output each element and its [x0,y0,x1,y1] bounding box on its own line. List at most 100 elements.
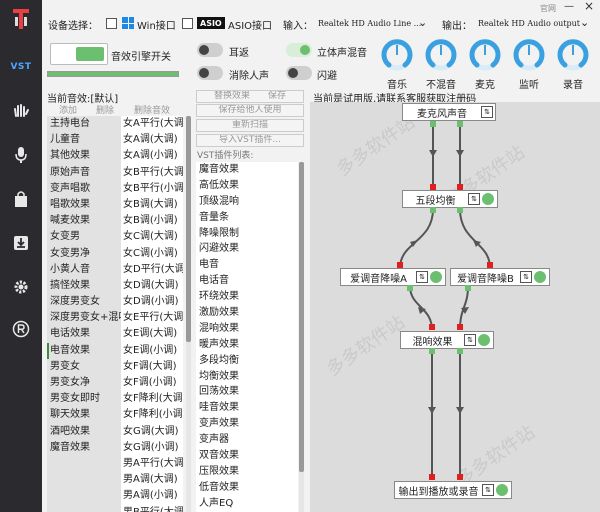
node-denoise-b-output-port[interactable] [465,285,471,291]
preset-key-name[interactable]: 女E平行(大调) [121,310,183,327]
preset-scrollbar-thumb[interactable] [186,116,191,342]
preset-effect-name[interactable]: 其他效果 [47,148,121,165]
node-output-settings-icon[interactable]: ⇅ [482,484,494,496]
preset-row[interactable]: 男A调(小调) [47,488,183,505]
preset-key-name[interactable]: 女F调(小调) [121,375,183,392]
preset-effect-name[interactable]: 小黄人音 [47,261,121,278]
preset-effect-name[interactable]: 主持电台 [47,116,121,133]
node-denoise-a-output-port[interactable] [407,285,413,291]
vst-plugin-item[interactable]: 低音效果 [199,481,239,493]
preset-effect-name[interactable]: 酒吧效果 [47,423,121,440]
preset-row[interactable]: 男变女净女F调(小调) [47,375,183,392]
delete-effect-button[interactable]: 删除音效 [134,106,171,116]
plugin-scrollbar-thumb[interactable] [299,162,304,472]
win-interface-checkbox[interactable] [106,18,117,29]
preset-row[interactable]: 魔音效果女G调(小调) [47,439,183,456]
sidebar-item-settings[interactable] [0,274,42,300]
vst-plugin-item[interactable]: 回荡效果 [199,386,239,398]
save-for-others-button[interactable]: 保存给他人使用 [196,104,304,117]
preset-row[interactable]: 深度男变女+混响女E平行(大调) [47,310,183,327]
node-output-input-port[interactable] [457,474,463,480]
add-preset-button[interactable]: 添加 [59,106,78,116]
preset-key-name[interactable]: 男A调(大调) [121,472,183,489]
node-denoise-a-settings-icon[interactable]: ⇅ [416,271,428,283]
node-five-band-eq[interactable]: 五段均衡 ⇅ [402,190,498,208]
stereo-mix-toggle[interactable] [286,43,312,57]
preset-key-name[interactable]: 女F降利(大调) [121,391,183,408]
monitor-toggle[interactable] [197,43,223,57]
preset-key-name[interactable]: 女E调(大调) [121,326,183,343]
preset-effect-name[interactable]: 男变女净 [47,375,121,392]
sidebar-item-shop[interactable] [0,186,42,212]
node-reverb-input-port[interactable] [429,324,435,330]
vst-plugin-item[interactable]: 混响效果 [199,322,239,334]
preset-row[interactable]: 电话效果女E调(大调) [47,326,183,343]
preset-key-name[interactable]: 女B平行(小调) [121,180,183,197]
preset-key-name[interactable]: 女F降利(小调) [121,407,183,424]
sidebar-item-register[interactable] [0,316,42,342]
node-eq-input-port[interactable] [430,184,436,190]
vst-plugin-item[interactable]: 双音效果 [199,450,239,462]
preset-key-name[interactable]: 女D调(大调) [121,277,183,295]
minimize-button[interactable]: — [564,1,574,12]
knob-record[interactable]: 录音 [556,38,590,91]
official-site-link[interactable]: 官网 [540,4,556,13]
node-denoise-b[interactable]: 爱调音降噪B ⇅ [450,268,550,286]
close-button[interactable]: × [584,0,595,13]
preset-effect-name[interactable]: 电话效果 [47,326,121,343]
vst-plugin-item[interactable]: 变声器 [199,434,229,446]
sidebar-item-vst[interactable]: VST [0,54,42,80]
vst-plugin-item[interactable]: 电音 [199,259,219,271]
preset-effect-name[interactable]: 变声唱歌 [47,180,121,197]
knob-music[interactable]: 音乐 [380,38,414,91]
vst-plugin-item[interactable]: 哇音效果 [199,402,239,414]
preset-effect-name[interactable]: 原始声音 [47,164,121,181]
input-device-select[interactable]: Realtek HD Audio Line ... [318,19,422,28]
vst-plugin-item[interactable]: 激励效果 [199,307,239,319]
preset-key-name[interactable]: 女B平行(大调) [121,164,183,181]
preset-effect-name[interactable]: 聊天效果 [47,407,121,424]
preset-key-name[interactable]: 女F调(大调) [121,358,183,375]
node-output-power-icon[interactable] [496,484,508,496]
dodge-toggle[interactable] [286,66,312,80]
preset-row[interactable]: 深度男变女女D调(小调) [47,294,183,311]
preset-row[interactable]: 女变男女C调(大调) [47,229,183,246]
node-mic-output-port[interactable] [457,121,463,127]
node-denoise-a-input-port[interactable] [397,262,403,268]
vst-plugin-item[interactable]: 人声EQ [199,497,234,509]
node-eq-output-port[interactable] [457,207,463,213]
preset-effect-name[interactable]: 男变女 [47,358,121,375]
preset-effect-name[interactable]: 电音效果 [47,342,121,359]
knob-monitor[interactable]: 监听 [512,38,546,91]
preset-effect-name[interactable]: 唱歌效果 [47,196,121,214]
sidebar-item-download[interactable] [0,230,42,256]
preset-key-name[interactable]: 女B调(小调) [121,213,183,230]
node-denoise-a-power-icon[interactable] [430,271,442,283]
preset-effect-name[interactable]: 搞怪效果 [47,277,121,295]
preset-key-name[interactable]: 女G调(小调) [121,439,183,456]
preset-row[interactable]: 酒吧效果女G调(大调) [47,423,183,440]
preset-row[interactable]: 男变女即时女F降利(大调) [47,391,183,408]
vst-plugin-item[interactable]: 音量条 [199,211,229,223]
preset-scrollbar[interactable] [186,116,191,512]
node-eq-output-port[interactable] [430,207,436,213]
node-mic-input[interactable]: 麦克风声音 ⇅ [402,103,496,121]
rescan-button[interactable]: 重新扫描 [196,119,304,132]
vst-plugin-item[interactable]: 降噪限制 [199,227,239,239]
preset-row[interactable]: 小黄人音女D平行(大调) [47,261,183,278]
output-chevron-down-icon[interactable]: ⌄ [580,16,590,29]
preset-effect-name[interactable] [47,472,121,489]
node-reverb[interactable]: 混响效果 ⇅ [400,331,494,349]
vst-plugin-item[interactable]: 高低效果 [199,179,239,191]
vst-plugin-item[interactable]: 环绕效果 [199,291,239,303]
preset-row[interactable]: 电音效果女E调(小调) [47,342,183,359]
preset-key-name[interactable]: 女A调(小调) [121,148,183,165]
node-reverb-output-port[interactable] [457,348,463,354]
preset-effect-name[interactable]: 深度男变女+混响 [47,310,121,327]
vst-plugin-item[interactable]: 压限效果 [199,465,239,477]
output-device-select[interactable]: Realtek HD Audio output [478,19,580,28]
node-denoise-a[interactable]: 爱调音降噪A ⇅ [340,268,446,286]
preset-key-name[interactable]: 女D平行(大调) [121,261,183,278]
node-output-input-port[interactable] [429,474,435,480]
preset-row[interactable]: 原始声音女B平行(大调) [47,164,183,181]
